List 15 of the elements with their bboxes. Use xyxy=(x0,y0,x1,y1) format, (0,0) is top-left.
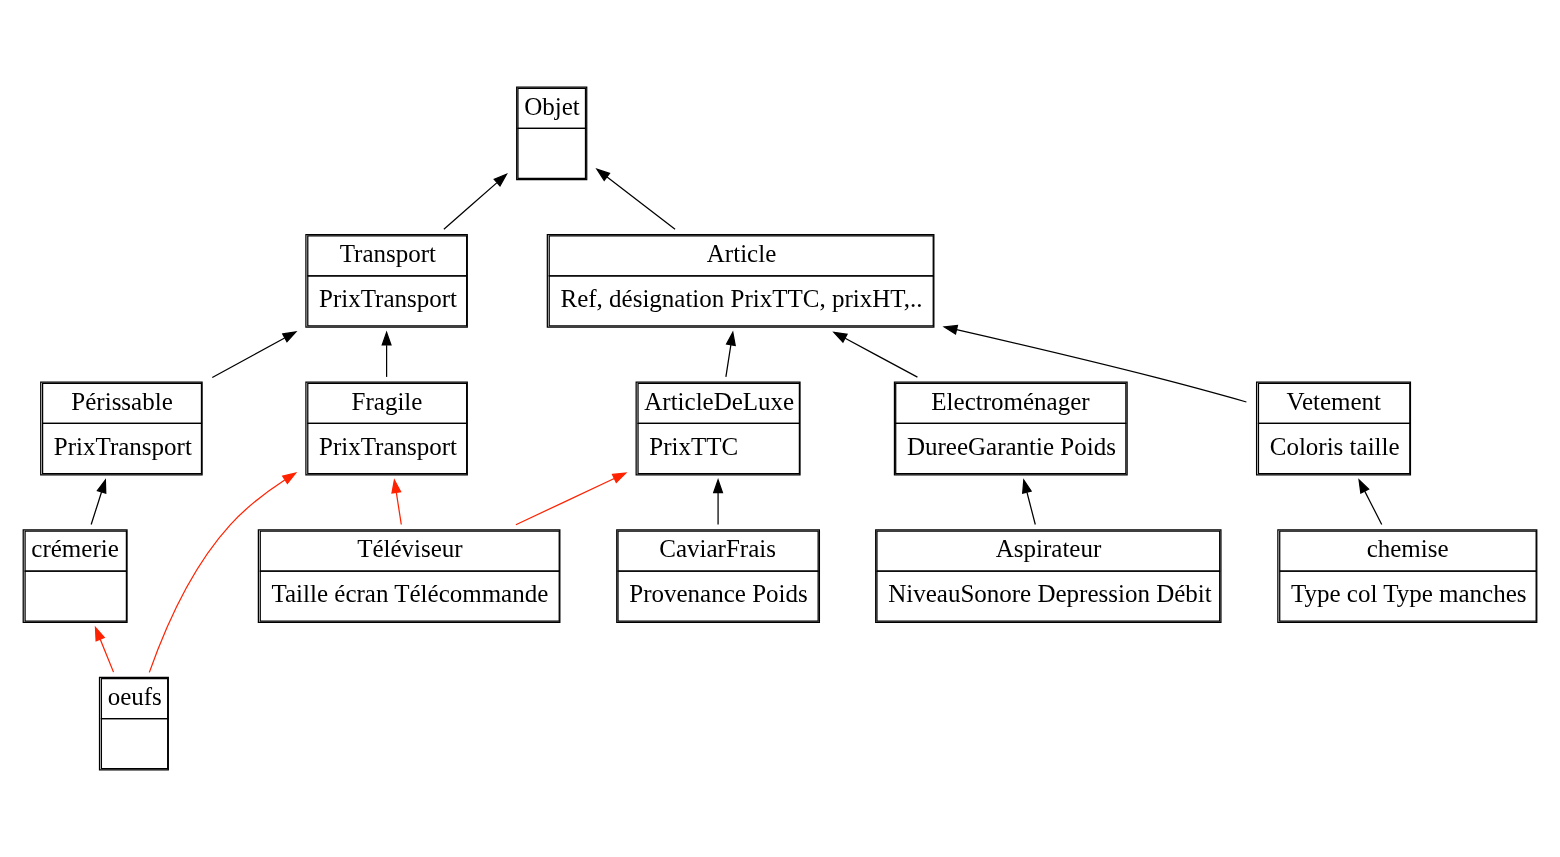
arrow xyxy=(942,324,1247,403)
arrow xyxy=(391,478,402,526)
arrow xyxy=(725,330,736,378)
arrow xyxy=(90,478,107,526)
arrow xyxy=(515,472,628,526)
arrow xyxy=(1022,478,1036,526)
arrow xyxy=(832,331,919,378)
arrow xyxy=(94,625,115,673)
arrow xyxy=(381,330,392,378)
arrow xyxy=(595,168,676,230)
arrow xyxy=(148,472,298,673)
arrow xyxy=(1358,478,1383,526)
arrow xyxy=(211,330,298,379)
arrow xyxy=(712,478,724,526)
arrow xyxy=(443,173,508,230)
